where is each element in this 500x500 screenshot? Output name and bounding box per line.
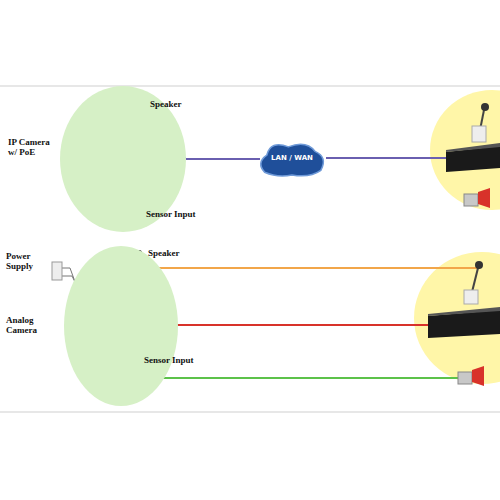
recorder-region (430, 90, 500, 210)
sensor-wire (132, 377, 462, 379)
part-label: Sensor Input (146, 210, 206, 220)
part-label: Analog Camera (6, 316, 50, 336)
frame-line (0, 412, 500, 413)
frame-line (0, 86, 500, 87)
dvr-recorder (446, 143, 500, 172)
siren-icon (458, 366, 484, 386)
part-label: Speaker (148, 249, 198, 259)
camera-region: IP Camera w/ PoESpeakerSensor Input (60, 86, 186, 232)
camera-region: Power SupplySpeakerAnalog CameraSensor I… (64, 246, 178, 406)
network-cloud: LAN / WAN (256, 140, 328, 178)
part-label: Sensor Input (144, 356, 204, 366)
recorder-region (414, 252, 500, 384)
region-outline (64, 246, 178, 406)
part-label: IP Camera w/ PoE (8, 138, 58, 158)
part-label: Speaker (150, 100, 200, 110)
part-label: Power Supply (6, 252, 48, 272)
network-connector (186, 158, 260, 160)
siren-icon (464, 188, 490, 208)
microphone-icon (472, 103, 489, 142)
network-label: LAN / WAN (266, 155, 318, 163)
dvr-recorder (428, 307, 500, 338)
network-wire (326, 157, 462, 159)
audio-wire (140, 267, 480, 269)
microphone-icon (464, 261, 483, 304)
power-supply-icon (52, 262, 62, 280)
